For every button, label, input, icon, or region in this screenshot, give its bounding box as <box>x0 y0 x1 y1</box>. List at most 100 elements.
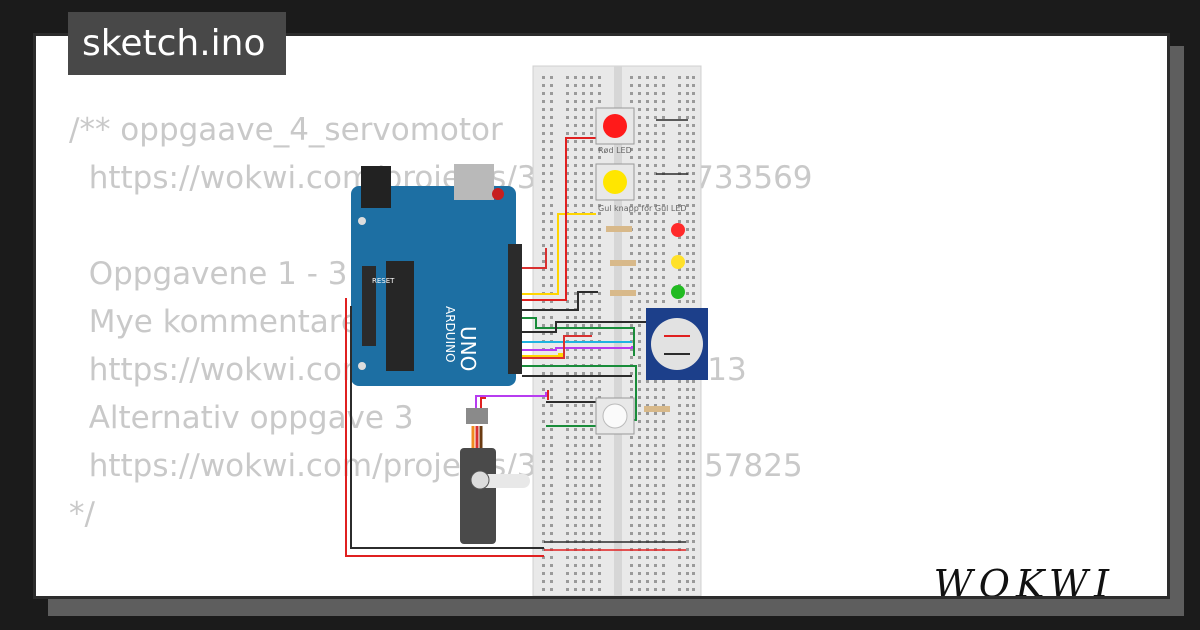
breadboard-hole <box>692 92 695 95</box>
breadboard-hole <box>678 236 681 239</box>
breadboard-hole <box>542 492 545 495</box>
breadboard-hole <box>678 300 681 303</box>
breadboard-hole <box>590 452 593 455</box>
breadboard-hole <box>550 180 553 183</box>
breadboard-hole <box>638 284 641 287</box>
breadboard-hole <box>550 564 553 567</box>
breadboard-hole <box>646 404 649 407</box>
breadboard-hole <box>574 460 577 463</box>
breadboard-hole <box>646 204 649 207</box>
breadboard-hole <box>654 388 657 391</box>
breadboard-hole <box>566 396 569 399</box>
breadboard-hole <box>692 244 695 247</box>
breadboard-hole <box>686 188 689 191</box>
breadboard-hole <box>550 428 553 431</box>
file-tab[interactable]: sketch.ino <box>68 12 286 75</box>
breadboard-hole <box>542 468 545 471</box>
breadboard-hole <box>638 436 641 439</box>
breadboard-hole <box>550 76 553 79</box>
breadboard-hole <box>692 476 695 479</box>
breadboard-hole <box>646 260 649 263</box>
breadboard-hole <box>646 500 649 503</box>
breadboard-hole <box>566 156 569 159</box>
breadboard-hole <box>692 132 695 135</box>
breadboard-hole <box>646 508 649 511</box>
breadboard-hole <box>598 156 601 159</box>
breadboard-hole <box>646 196 649 199</box>
breadboard-hole <box>542 172 545 175</box>
breadboard-hole <box>590 132 593 135</box>
breadboard-hole <box>582 460 585 463</box>
breadboard-hole <box>550 380 553 383</box>
breadboard-hole <box>574 228 577 231</box>
breadboard-hole <box>654 380 657 383</box>
breadboard-hole <box>566 124 569 127</box>
breadboard-hole <box>574 180 577 183</box>
breadboard-hole <box>678 572 681 575</box>
breadboard-hole <box>646 556 649 559</box>
breadboard-hole <box>566 508 569 511</box>
red-button[interactable] <box>595 107 635 145</box>
breadboard-hole <box>662 188 665 191</box>
breadboard-hole <box>678 580 681 583</box>
breadboard-hole <box>662 388 665 391</box>
breadboard-hole <box>686 108 689 111</box>
breadboard-hole <box>654 572 657 575</box>
breadboard-hole <box>582 556 585 559</box>
code-line: #include <Servo.h> <box>69 586 813 596</box>
breadboard-hole <box>574 332 577 335</box>
breadboard-hole <box>550 172 553 175</box>
breadboard-hole <box>550 388 553 391</box>
breadboard-hole <box>582 492 585 495</box>
servo-motor[interactable] <box>460 408 530 544</box>
breadboard-hole <box>662 252 665 255</box>
breadboard-hole <box>654 420 657 423</box>
breadboard-hole <box>686 300 689 303</box>
breadboard-hole <box>566 172 569 175</box>
breadboard-hole <box>654 220 657 223</box>
breadboard-hole <box>582 428 585 431</box>
breadboard-hole <box>598 460 601 463</box>
breadboard-hole <box>662 508 665 511</box>
breadboard-hole <box>590 444 593 447</box>
breadboard-hole <box>550 484 553 487</box>
breadboard-hole <box>598 332 601 335</box>
breadboard-hole <box>638 388 641 391</box>
breadboard-hole <box>550 268 553 271</box>
led-yellow <box>671 255 685 269</box>
breadboard-hole <box>542 116 545 119</box>
code-line: */ <box>69 496 95 532</box>
breadboard-hole <box>590 260 593 263</box>
breadboard-hole <box>678 148 681 151</box>
breadboard-hole <box>542 428 545 431</box>
pir-sensor[interactable] <box>646 308 708 380</box>
breadboard-hole <box>678 204 681 207</box>
breadboard-hole <box>638 180 641 183</box>
white-button[interactable] <box>595 397 635 435</box>
breadboard-hole <box>678 188 681 191</box>
breadboard-hole <box>574 124 577 127</box>
breadboard-hole <box>662 84 665 87</box>
yellow-button[interactable] <box>595 163 635 201</box>
breadboard-hole <box>662 244 665 247</box>
breadboard-hole <box>686 516 689 519</box>
arduino-board[interactable]: ARDUINO UNO RESET <box>351 164 522 386</box>
breadboard-hole <box>590 268 593 271</box>
breadboard-hole <box>654 124 657 127</box>
breadboard-hole <box>550 508 553 511</box>
breadboard-hole <box>678 516 681 519</box>
breadboard-hole <box>590 220 593 223</box>
breadboard-hole <box>686 508 689 511</box>
breadboard-hole <box>582 188 585 191</box>
breadboard-hole <box>542 540 545 543</box>
breadboard-hole <box>550 372 553 375</box>
breadboard-hole <box>638 228 641 231</box>
breadboard-hole <box>582 140 585 143</box>
breadboard-hole <box>582 220 585 223</box>
breadboard-hole <box>582 108 585 111</box>
breadboard-hole <box>574 220 577 223</box>
breadboard-hole <box>654 436 657 439</box>
breadboard-hole <box>550 452 553 455</box>
breadboard-hole <box>590 308 593 311</box>
breadboard-hole <box>686 380 689 383</box>
